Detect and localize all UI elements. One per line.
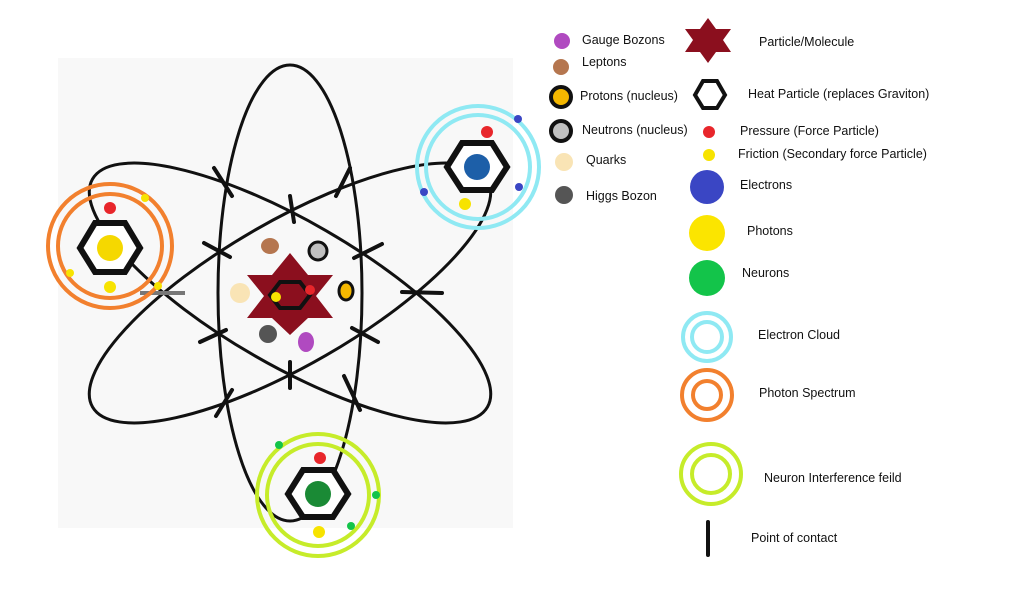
legend-electron-cloud-swatch [683,313,731,361]
quark-particle [230,283,250,303]
legend-friction-swatch [703,149,715,161]
legend-proton-swatch [551,87,571,107]
legend-label-photon-spectrum: Photon Spectrum [759,386,856,400]
gauge-boson-particle [298,332,314,352]
legend-label-photons: Photons [747,224,793,238]
neutron-particle [309,242,327,260]
legend-photon-swatch [689,215,725,251]
legend-neuron-field-swatch [681,444,741,504]
photon-particle [66,269,74,277]
proton-particle [339,282,353,300]
lepton-particle [261,238,279,254]
legend-label-higgs: Higgs Bozon [586,189,657,203]
electron-particle [514,115,522,123]
electron-particle [420,188,428,196]
legend-label-gauge-bosons: Gauge Bozons [582,33,665,47]
friction-particle [271,292,281,302]
legend-label-point-of-contact: Point of contact [751,531,837,545]
legend-label-friction: Friction (Secondary force Particle) [738,147,927,161]
neuron-particle [347,522,355,530]
friction-particle [459,198,471,210]
pressure-particle [305,285,315,295]
legend-photon-spectrum-swatch [682,370,732,420]
legend-pressure-swatch [703,126,715,138]
legend-label-neutrons: Neutrons (nucleus) [582,123,688,137]
legend-label-heat-particle: Heat Particle (replaces Graviton) [748,87,929,101]
legend-heat-hexagon-icon [695,81,725,108]
contact-point [402,292,442,293]
legend-label-electron-cloud: Electron Cloud [758,328,840,342]
pressure-particle [314,452,326,464]
legend-neuron-swatch [689,260,725,296]
legend-lepton-swatch [553,59,569,75]
photon-particle [154,282,162,290]
legend-neutron-swatch [551,121,571,141]
photon-particle [141,194,149,202]
neuron-core [305,481,331,507]
pressure-particle [104,202,116,214]
friction-particle [104,281,116,293]
legend-label-pressure: Pressure (Force Particle) [740,124,879,138]
higgs-particle [259,325,277,343]
legend-label-neuron-field: Neuron Interference feild [764,471,902,485]
legend-gauge-boson-swatch [554,33,570,49]
legend-label-leptons: Leptons [582,55,626,69]
friction-particle [313,526,325,538]
legend-higgs-swatch [555,186,573,204]
legend-label-protons: Protons (nucleus) [580,89,678,103]
legend-quark-swatch [555,153,573,171]
electron-particle [515,183,523,191]
legend-molecule-star-icon [685,18,731,63]
legend-label-quarks: Quarks [586,153,626,167]
legend-electron-swatch [690,170,724,204]
legend-label-electrons: Electrons [740,178,792,192]
electron-core [464,154,490,180]
legend-label-particle-molecule: Particle/Molecule [759,35,854,49]
photon-core [97,235,123,261]
pressure-particle [481,126,493,138]
legend-label-neurons: Neurons [742,266,789,280]
neuron-particle [372,491,380,499]
neuron-particle [275,441,283,449]
